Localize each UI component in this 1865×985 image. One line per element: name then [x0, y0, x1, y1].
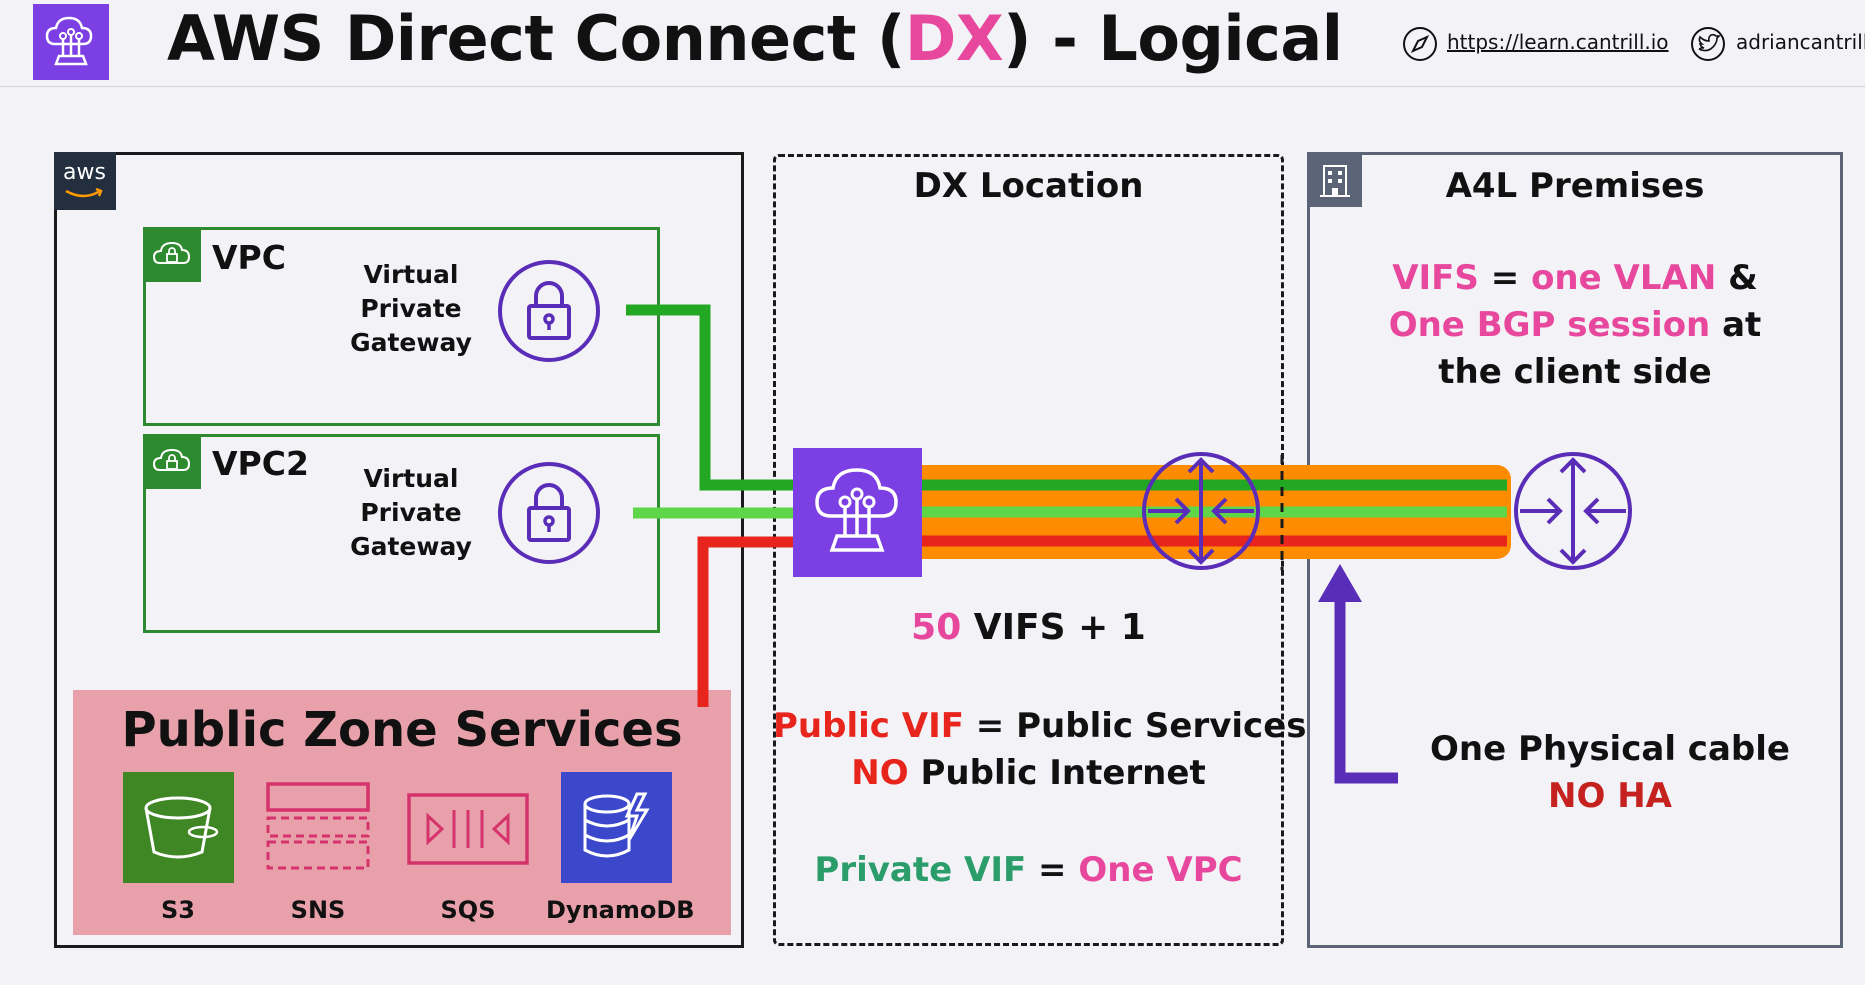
site-link[interactable]: https://learn.cantrill.io [1447, 30, 1669, 54]
premises-note-line-1: VIFS = one VLAN & [1392, 258, 1758, 298]
customer-router-icon [1514, 452, 1632, 570]
premises-note-line-3: the client side [1438, 352, 1712, 392]
page-title: AWS Direct Connect (DX) - Logical [167, 2, 1343, 75]
header-divider [0, 86, 1865, 87]
vpc-1 [143, 227, 660, 426]
direct-connect-device-icon [815, 468, 898, 552]
private-vif-note: Private VIF = One VPC [814, 850, 1243, 890]
aws-cloud-group [54, 152, 744, 948]
dx-location-title: DX Location [913, 166, 1144, 206]
aws-logo: aws [54, 152, 116, 210]
public-zone-title: Public Zone Services [121, 702, 683, 758]
vifs-count-note: 50 VIFS + 1 [911, 607, 1146, 648]
vpc-1-link-line [626, 304, 795, 491]
premises-note-line-2: One BGP session at [1388, 305, 1762, 345]
s3-label: S3 [161, 896, 195, 924]
physical-cable-note: One Physical cable [1430, 729, 1790, 769]
vpc-1-gateway-lock-icon [496, 258, 602, 368]
vpc-2 [143, 434, 660, 633]
vpc-1-gateway-label: Virtual Private Gateway [350, 260, 472, 357]
premises-title: A4L Premises [1445, 166, 1705, 206]
dx-connection-device [793, 448, 922, 577]
sqs-label: SQS [440, 896, 496, 924]
sns-label: SNS [290, 896, 346, 924]
direct-connect-icon [45, 16, 93, 66]
vpc-cloud-lock-icon [143, 227, 201, 282]
dx-router-icon [1142, 452, 1260, 570]
dynamodb-icon [561, 772, 672, 883]
no-public-internet-note: NO Public Internet [851, 753, 1206, 793]
public-zone-link-line [697, 536, 795, 707]
sns-icon [264, 780, 372, 880]
vpc-2-label: VPC2 [212, 444, 309, 483]
twitter-icon [1689, 25, 1727, 67]
vpc-2-gateway-label: Virtual Private Gateway [350, 464, 472, 561]
compass-icon [1401, 25, 1439, 67]
vpc-1-label: VPC [212, 238, 286, 277]
building-icon [1307, 152, 1362, 207]
aws-smile-icon [65, 188, 103, 198]
sqs-icon [406, 792, 530, 870]
twitter-handle[interactable]: adriancantrill [1736, 30, 1865, 54]
vpc2-cloud-lock-icon [143, 434, 201, 489]
physical-cable-arrow [1334, 595, 1398, 784]
dynamodb-label: DynamoDB [546, 896, 695, 924]
vpc-2-gateway-lock-icon [496, 460, 602, 570]
aws-logo-text: aws [63, 160, 106, 185]
public-vif-note: Public VIF = Public Services [773, 706, 1307, 746]
s3-icon [123, 772, 234, 883]
app-logo [33, 4, 109, 80]
no-ha-note: NO HA [1548, 776, 1672, 816]
